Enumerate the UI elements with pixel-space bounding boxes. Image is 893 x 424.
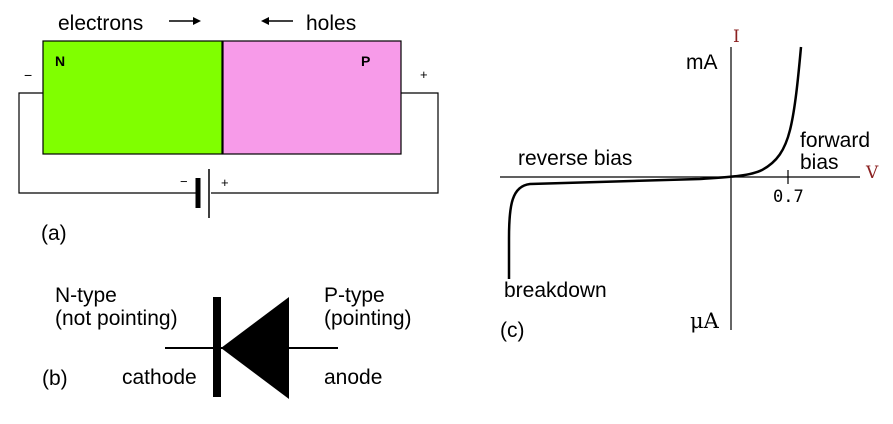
p-region-label: P [361, 53, 370, 69]
battery-symbol [195, 169, 210, 218]
left-terminal-sign: − [24, 67, 32, 83]
caption-a: (a) [41, 222, 67, 245]
voltage-axis-label: V [865, 163, 879, 183]
electrons-label: electrons [58, 12, 143, 35]
ntype-sublabel: (not pointing) [55, 307, 178, 330]
ptype-label: P-type [324, 284, 385, 307]
anode-triangle [221, 297, 289, 399]
right-terminal-sign: + [420, 67, 428, 82]
microamp-label: μA [690, 309, 720, 333]
circuit-wire-right [211, 92, 439, 194]
ntype-label: N-type [55, 284, 117, 307]
n-region-label: N [55, 53, 65, 69]
n-region [42, 40, 223, 155]
panel-b: N-type (not pointing) P-type (pointing) … [42, 284, 412, 399]
electrons-arrow [169, 17, 201, 25]
iv-curve [507, 46, 803, 279]
breakdown-label: breakdown [504, 279, 607, 302]
holes-label: holes [306, 12, 356, 35]
current-axis-label: I [733, 27, 740, 47]
panel-c: I V mA μA 0.7 reverse bias forward bias … [500, 27, 879, 342]
holes-arrow [261, 17, 293, 25]
milliamp-label: mA [686, 51, 718, 74]
circuit-wire-left [18, 92, 196, 194]
caption-b: (b) [42, 367, 68, 390]
forward-bias-sublabel: bias [800, 151, 839, 174]
cathode-bar [213, 297, 221, 397]
caption-c: (c) [500, 319, 525, 342]
battery-minus-sign: − [180, 174, 188, 189]
diode-symbol [165, 297, 338, 399]
panel-a: electrons holes N P − + − + (a) [18, 12, 439, 245]
ptype-sublabel: (pointing) [324, 307, 412, 330]
cathode-label: cathode [122, 366, 197, 389]
battery-plus-sign: + [221, 175, 229, 190]
tick-label: 0.7 [773, 187, 804, 207]
forward-bias-label: forward [800, 129, 870, 152]
p-region [222, 40, 402, 155]
anode-label: anode [324, 366, 382, 389]
reverse-bias-label: reverse bias [518, 147, 632, 170]
